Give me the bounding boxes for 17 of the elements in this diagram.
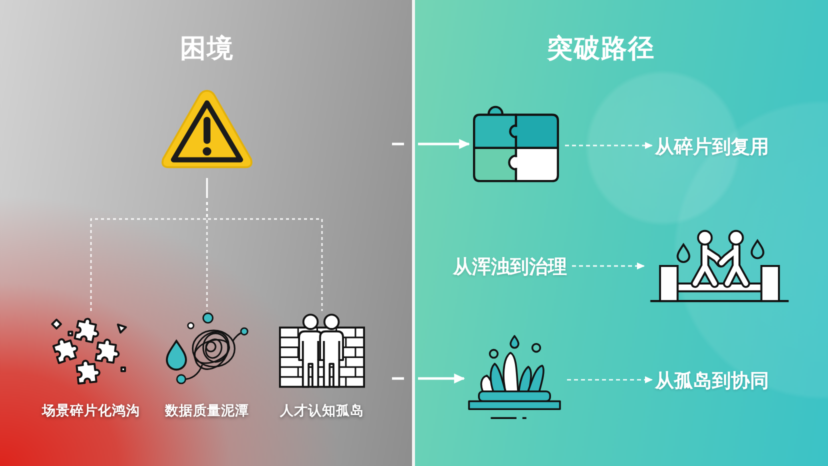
heading: 困境 [180, 34, 234, 64]
heading: 突破路径 [547, 34, 655, 64]
step-label: 从浑浊到治理 [453, 256, 567, 278]
icon-caption: 场景碎片化鸿沟 [42, 403, 140, 419]
dashed-arrow [565, 142, 653, 150]
panel [0, 0, 412, 466]
dashed-arrow [567, 376, 653, 384]
dashed-arrow [572, 262, 645, 270]
icon-caption: 数据质量泥潭 [165, 403, 249, 419]
arrow [390, 139, 470, 149]
step-label: 从碎片到复用 [655, 136, 769, 158]
arrow [390, 374, 466, 384]
puzzle-icon [472, 105, 560, 183]
icon-caption: 人才认知孤岛 [280, 403, 364, 419]
warning-icon [160, 88, 254, 170]
panel [412, 0, 828, 466]
step-label: 从孤岛到协同 [655, 370, 769, 392]
